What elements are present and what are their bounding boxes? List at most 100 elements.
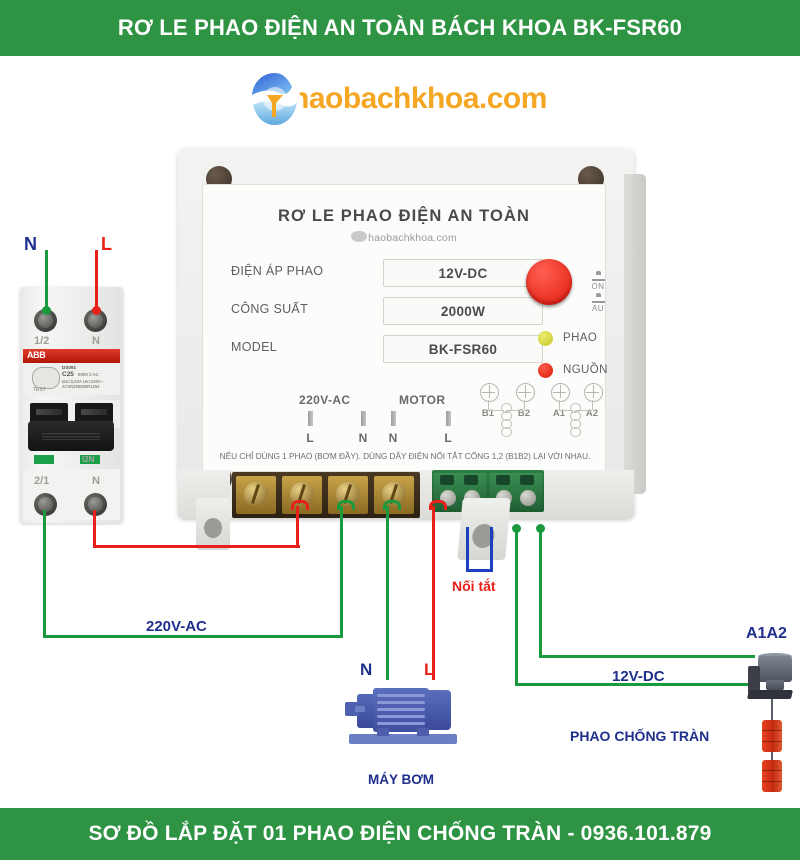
device-side-panel xyxy=(624,174,646,494)
device-faceplate: RƠ LE PHAO ĐIỆN AN TOÀN haobachkhoa.com … xyxy=(202,184,607,472)
float-bob-1 xyxy=(762,720,782,752)
circle-label-b2: B2 xyxy=(517,408,531,419)
label-motor-n: N xyxy=(360,660,373,679)
float-head xyxy=(758,656,792,682)
breaker-status-green-1 xyxy=(34,455,54,464)
wire-motor-l xyxy=(432,506,436,680)
wire-ac-n-down xyxy=(43,510,47,638)
device-url-text: haobachkhoa.com xyxy=(368,232,457,244)
site-logo: haobachkhoa.com xyxy=(245,68,565,130)
wire-jumper-bottom xyxy=(466,569,493,573)
spec-row-model: MODEL BK-FSR60 xyxy=(231,335,543,363)
led-label-float: PHAO xyxy=(563,332,598,344)
breaker-bottom-terminal-2 xyxy=(84,493,107,516)
spec-row-power: CÔNG SUẤT 2000W xyxy=(231,297,543,325)
wire-jumper-right xyxy=(490,527,494,572)
pump-nose xyxy=(345,702,359,716)
wire-cap-t3 xyxy=(383,500,401,510)
spec-row-voltage: ĐIỆN ÁP PHAO 12V-DC xyxy=(231,259,543,287)
label-breaker-n: N xyxy=(24,234,37,254)
label-phao-chong-tran: PHAO CHỐNG TRÀN xyxy=(570,728,710,744)
spec-label-model: MODEL xyxy=(231,340,277,354)
switch-on-icon xyxy=(591,271,605,281)
spec-box-power: 2000W xyxy=(383,297,543,325)
led-float-indicator xyxy=(538,331,553,346)
float-switch-assembly xyxy=(744,653,800,798)
pin-ac-n xyxy=(361,411,366,426)
pump-left-housing xyxy=(357,694,377,728)
top-banner: RƠ LE PHAO ĐIỆN AN TOÀN BÁCH KHOA BK-FSR… xyxy=(0,0,800,56)
wire-ac-n-up xyxy=(340,506,344,638)
device-url: haobachkhoa.com xyxy=(203,231,605,244)
pin-label-motor-l: L xyxy=(444,431,452,445)
device-mount-bracket-left xyxy=(196,498,230,550)
wire-cap-t2 xyxy=(337,500,355,510)
link-b2 xyxy=(524,400,526,410)
float-bracket xyxy=(748,666,760,694)
breaker-label-top-1: 1/2 xyxy=(34,335,50,347)
breaker-model: DS091 xyxy=(62,365,77,370)
breaker-brand-label: ABB xyxy=(27,350,46,360)
breaker-brand-bar xyxy=(23,349,120,363)
circle-label-a1: A1 xyxy=(552,408,566,419)
pump-right-housing xyxy=(425,690,451,730)
circle-terminal-a1 xyxy=(551,383,570,402)
label-may-bom: MÁY BƠM xyxy=(368,772,435,787)
brass-terminal-strip xyxy=(232,472,420,518)
top-banner-title: RƠ LE PHAO ĐIỆN AN TOÀN BÁCH KHOA BK-FSR… xyxy=(117,15,683,40)
wire-cap-t4 xyxy=(429,500,447,510)
link-a2-h xyxy=(575,410,592,412)
water-float-logo-icon xyxy=(245,69,305,129)
wire-float-a2-across xyxy=(539,655,755,659)
circle-terminal-b2 xyxy=(516,383,535,402)
link-b1 xyxy=(488,400,490,410)
led-power-indicator xyxy=(538,363,553,378)
switch-auto-icon xyxy=(591,293,605,303)
wire-ac-l-down xyxy=(93,510,97,548)
spec-value-voltage: 12V-DC xyxy=(438,265,488,281)
breaker-test-label: TEST xyxy=(33,387,46,393)
spec-box-model: BK-FSR60 xyxy=(383,335,543,363)
spec-value-model: BK-FSR60 xyxy=(428,341,498,357)
link-a2 xyxy=(592,400,594,410)
breaker-slot-2 xyxy=(75,403,113,423)
breaker-label-bottom-1: 2/1 xyxy=(34,475,50,487)
coil-symbol-a xyxy=(570,403,581,437)
spec-value-power: 2000W xyxy=(440,303,486,319)
pin-label-ac-n: N xyxy=(358,431,368,445)
breaker-slot-1 xyxy=(30,403,68,423)
breaker-label-top-2: N xyxy=(92,335,100,347)
label-motor-l: L xyxy=(424,660,435,679)
reset-button[interactable] xyxy=(526,259,572,305)
wire-dot-breaker-n xyxy=(42,306,51,315)
pin-label-motor-n: N xyxy=(388,431,398,445)
wire-breaker-top-l xyxy=(95,250,99,312)
link-b2-h xyxy=(506,410,524,412)
pump-base xyxy=(349,734,457,744)
breaker-status-green-2 xyxy=(80,455,100,464)
breaker-top-terminal-1 xyxy=(34,309,57,332)
breaker-label-bottom-2: N xyxy=(92,475,100,487)
pin-label-ac-l: L xyxy=(306,431,314,445)
bottom-banner-title: SƠ ĐỒ LẮP ĐẶT 01 PHAO ĐIỆN CHỐNG TRÀN - … xyxy=(88,822,712,845)
breaker-spec-2: I∆n=0,03A Un=230V~ xyxy=(62,379,104,384)
breaker-test-button[interactable] xyxy=(32,367,60,389)
spec-box-voltage: 12V-DC xyxy=(383,259,543,287)
wire-ac-l-up xyxy=(296,506,300,548)
breaker-toggle-lever[interactable] xyxy=(28,421,114,451)
wire-cap-t1 xyxy=(291,500,309,510)
pin-motor-n xyxy=(391,411,396,426)
coil-symbol-b xyxy=(501,403,512,437)
wire-jumper-left xyxy=(466,527,470,572)
pump-body xyxy=(373,688,429,732)
wire-float-a1-down xyxy=(515,528,519,686)
pump-foot-right xyxy=(417,728,429,736)
float-bob-2 xyxy=(762,760,782,792)
device-title: RƠ LE PHAO ĐIỆN AN TOÀN xyxy=(277,207,531,225)
breaker-bottom-terminal-1 xyxy=(34,493,57,516)
terminal-group-label-ac: 220V-AC xyxy=(299,393,351,407)
float-base-plate xyxy=(747,690,793,699)
switch-mark-on: ON xyxy=(581,271,615,291)
link-a1 xyxy=(559,400,561,410)
breaker-top-terminal-2 xyxy=(84,309,107,332)
